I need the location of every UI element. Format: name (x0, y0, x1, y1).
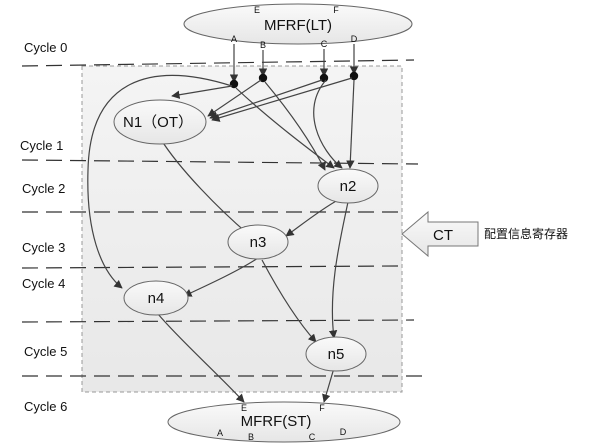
input-wires (229, 44, 359, 83)
cycle-label-4: Cycle 4 (22, 276, 65, 291)
mfrf-st-port-f: F (319, 403, 325, 413)
mfrf-lt-port-f: F (333, 5, 339, 15)
cycle-label-3: Cycle 3 (22, 240, 65, 255)
cycle-line-1 (21, 159, 419, 165)
mfrf-st-port-e: E (241, 403, 247, 413)
config-register-label: 配置信息寄存器 (484, 226, 568, 241)
cycle-label-6: Cycle 6 (24, 399, 67, 414)
cycle-label-2: Cycle 2 (22, 181, 65, 196)
mfrf-st-port-c: C (309, 432, 316, 442)
mfrf-lt-port-b: B (260, 40, 266, 50)
node-n2-label: n2 (340, 178, 357, 195)
mfrf-lt-port-a: A (231, 34, 237, 44)
mfrf-st-port-b: B (248, 432, 254, 442)
mfrf-st-node (167, 401, 401, 443)
node-n5-label: n5 (328, 346, 345, 363)
cycle-label-0: Cycle 0 (24, 40, 67, 55)
node-n3 (227, 224, 289, 260)
mfrf-lt-port-c: C (321, 39, 328, 49)
mfrf-lt-node (183, 3, 413, 45)
cycle-label-5: Cycle 5 (24, 344, 67, 359)
node-n5 (305, 336, 367, 372)
node-n1-label: N1（OT） (123, 114, 193, 131)
node-n1 (113, 99, 207, 145)
cycle-line-0 (21, 59, 415, 67)
cycle-line-4 (21, 319, 415, 323)
ct-arrow (401, 210, 479, 258)
mfrf-lt-label: MFRF(LT) (264, 17, 332, 34)
cycle-label-1: Cycle 1 (20, 138, 63, 153)
mfrf-st-port-d: D (340, 427, 347, 437)
mfrf-st-label: MFRF(ST) (241, 413, 312, 430)
junction-dots (229, 71, 359, 89)
node-n4 (123, 280, 189, 316)
node-n2 (317, 168, 379, 204)
edges (87, 74, 355, 403)
node-n3-label: n3 (250, 234, 267, 251)
mfrf-lt-port-e: E (254, 5, 260, 15)
ct-label: CT (433, 227, 453, 244)
mfrf-lt-port-d: D (351, 34, 358, 44)
mfrf-st-port-a: A (217, 428, 223, 438)
node-n4-label: n4 (148, 290, 165, 307)
